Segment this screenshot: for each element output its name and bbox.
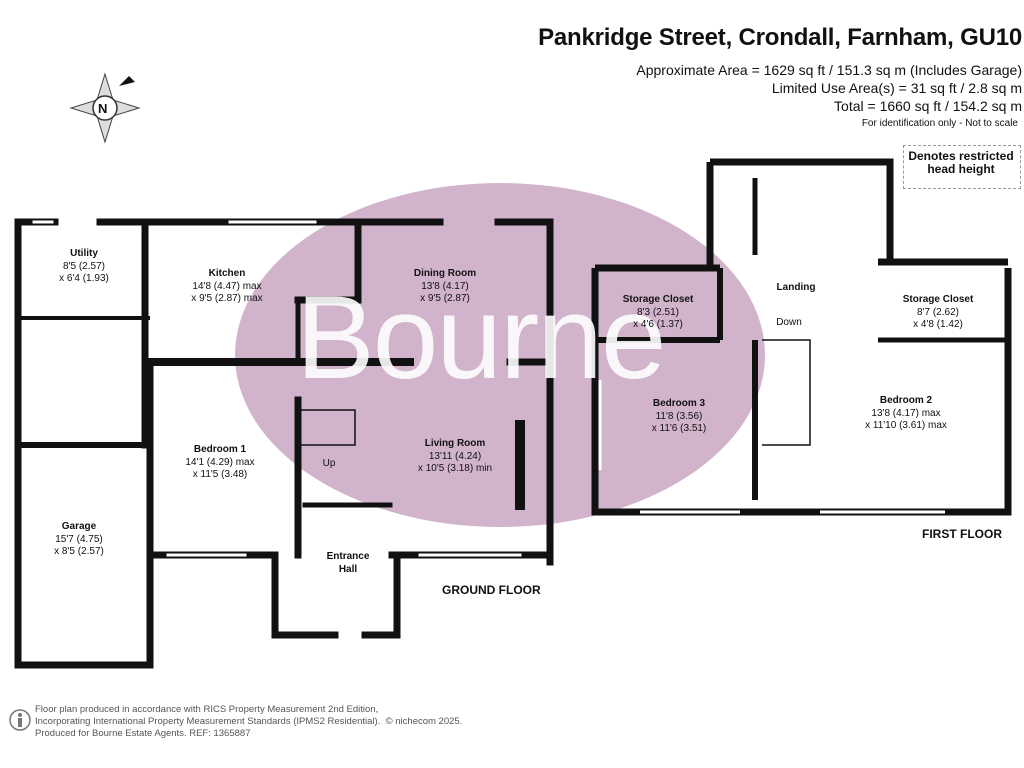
footer-line3: Produced for Bourne Estate Agents. REF: … <box>35 728 251 739</box>
room-garage-dim1: 15'7 (4.75) <box>55 534 103 545</box>
room-bedroom2-dim2: x 11'10 (3.61) max <box>865 420 947 431</box>
room-utility-dim1: 8'5 (2.57) <box>63 261 105 272</box>
room-dining-name: Dining Room <box>413 268 477 279</box>
page-title: Pankridge Street, Crondall, Farnham, GU1… <box>538 24 1022 51</box>
first-floor-walls <box>591 158 1012 516</box>
room-storage1-name: Storage Closet <box>622 294 694 305</box>
room-bedroom1-name: Bedroom 1 <box>193 444 247 455</box>
room-bedroom3-dim1: 11'8 (3.56) <box>655 411 703 422</box>
room-dining-dim1: 13'8 (4.17) <box>421 281 469 292</box>
ground-floor-label: GROUND FLOOR <box>442 583 541 597</box>
footer-line1: Floor plan produced in accordance with R… <box>35 704 379 715</box>
footer-copyright: © nichecom 2025. <box>385 716 463 727</box>
room-entrance-name: Entrance <box>326 551 370 562</box>
first-floor-label: FIRST FLOOR <box>922 527 1002 541</box>
room-storage2-dim1: 8'7 (2.62) <box>917 307 959 318</box>
room-bedroom3-name: Bedroom 3 <box>652 398 706 409</box>
footer-line2: Incorporating International Property Mea… <box>35 716 381 727</box>
room-storage1-dim1: 8'3 (2.51) <box>637 307 679 318</box>
room-landing-name: Landing <box>776 282 816 293</box>
compass-label: N <box>98 101 108 116</box>
room-storage2-name: Storage Closet <box>902 294 974 305</box>
limited-use-text: Limited Use Area(s) = 31 sq ft / 2.8 sq … <box>771 80 1022 96</box>
room-bedroom2-name: Bedroom 2 <box>879 395 933 406</box>
restricted-height-legend <box>903 145 1021 189</box>
compass-icon <box>69 72 141 144</box>
room-entrance-name2: Hall <box>338 564 358 575</box>
room-storage2-dim2: x 4'8 (1.42) <box>913 319 963 330</box>
room-kitchen-dim2: x 9'5 (2.87) max <box>191 293 263 304</box>
room-garage-dim2: x 8'5 (2.57) <box>54 546 104 557</box>
approx-area-text: Approximate Area = 1629 sq ft / 151.3 sq… <box>636 62 1022 78</box>
ground-floor-walls <box>14 218 554 669</box>
footer-text: Floor plan produced in accordance with R… <box>35 704 462 740</box>
room-living-name: Living Room <box>424 438 486 449</box>
room-utility-dim2: x 6'4 (1.93) <box>59 273 109 284</box>
room-bedroom1-dim2: x 11'5 (3.48) <box>192 469 248 480</box>
footer-line2-row: Incorporating International Property Mea… <box>35 716 462 728</box>
room-bedroom2-dim1: 13'8 (4.17) max <box>871 408 941 419</box>
room-dining-dim2: x 9'5 (2.87) <box>420 293 470 304</box>
identification-note: For identification only - Not to scale <box>861 118 1018 129</box>
total-area-text: Total = 1660 sq ft / 154.2 sq m <box>834 98 1022 114</box>
room-garage-name: Garage <box>61 521 97 532</box>
stairs-up-label: Up <box>322 458 336 469</box>
room-utility-name: Utility <box>70 248 98 259</box>
room-bedroom1-dim1: 14'1 (4.29) max <box>185 457 255 468</box>
room-kitchen-name: Kitchen <box>208 268 246 279</box>
room-storage1-dim2: x 4'6 (1.37) <box>633 319 683 330</box>
stairs-down-label: Down <box>776 317 802 328</box>
person-icon <box>9 709 31 731</box>
watermark-text: Bourne <box>296 272 667 404</box>
room-living-dim1: 13'11 (4.24) <box>428 451 482 462</box>
room-bedroom3-dim2: x 11'6 (3.51) <box>651 423 707 434</box>
restricted-height-legend-text: Denotes restricted head height <box>908 149 1014 176</box>
room-kitchen-dim1: 14'8 (4.47) max <box>192 281 262 292</box>
room-living-dim2: x 10'5 (3.18) min <box>417 463 493 474</box>
